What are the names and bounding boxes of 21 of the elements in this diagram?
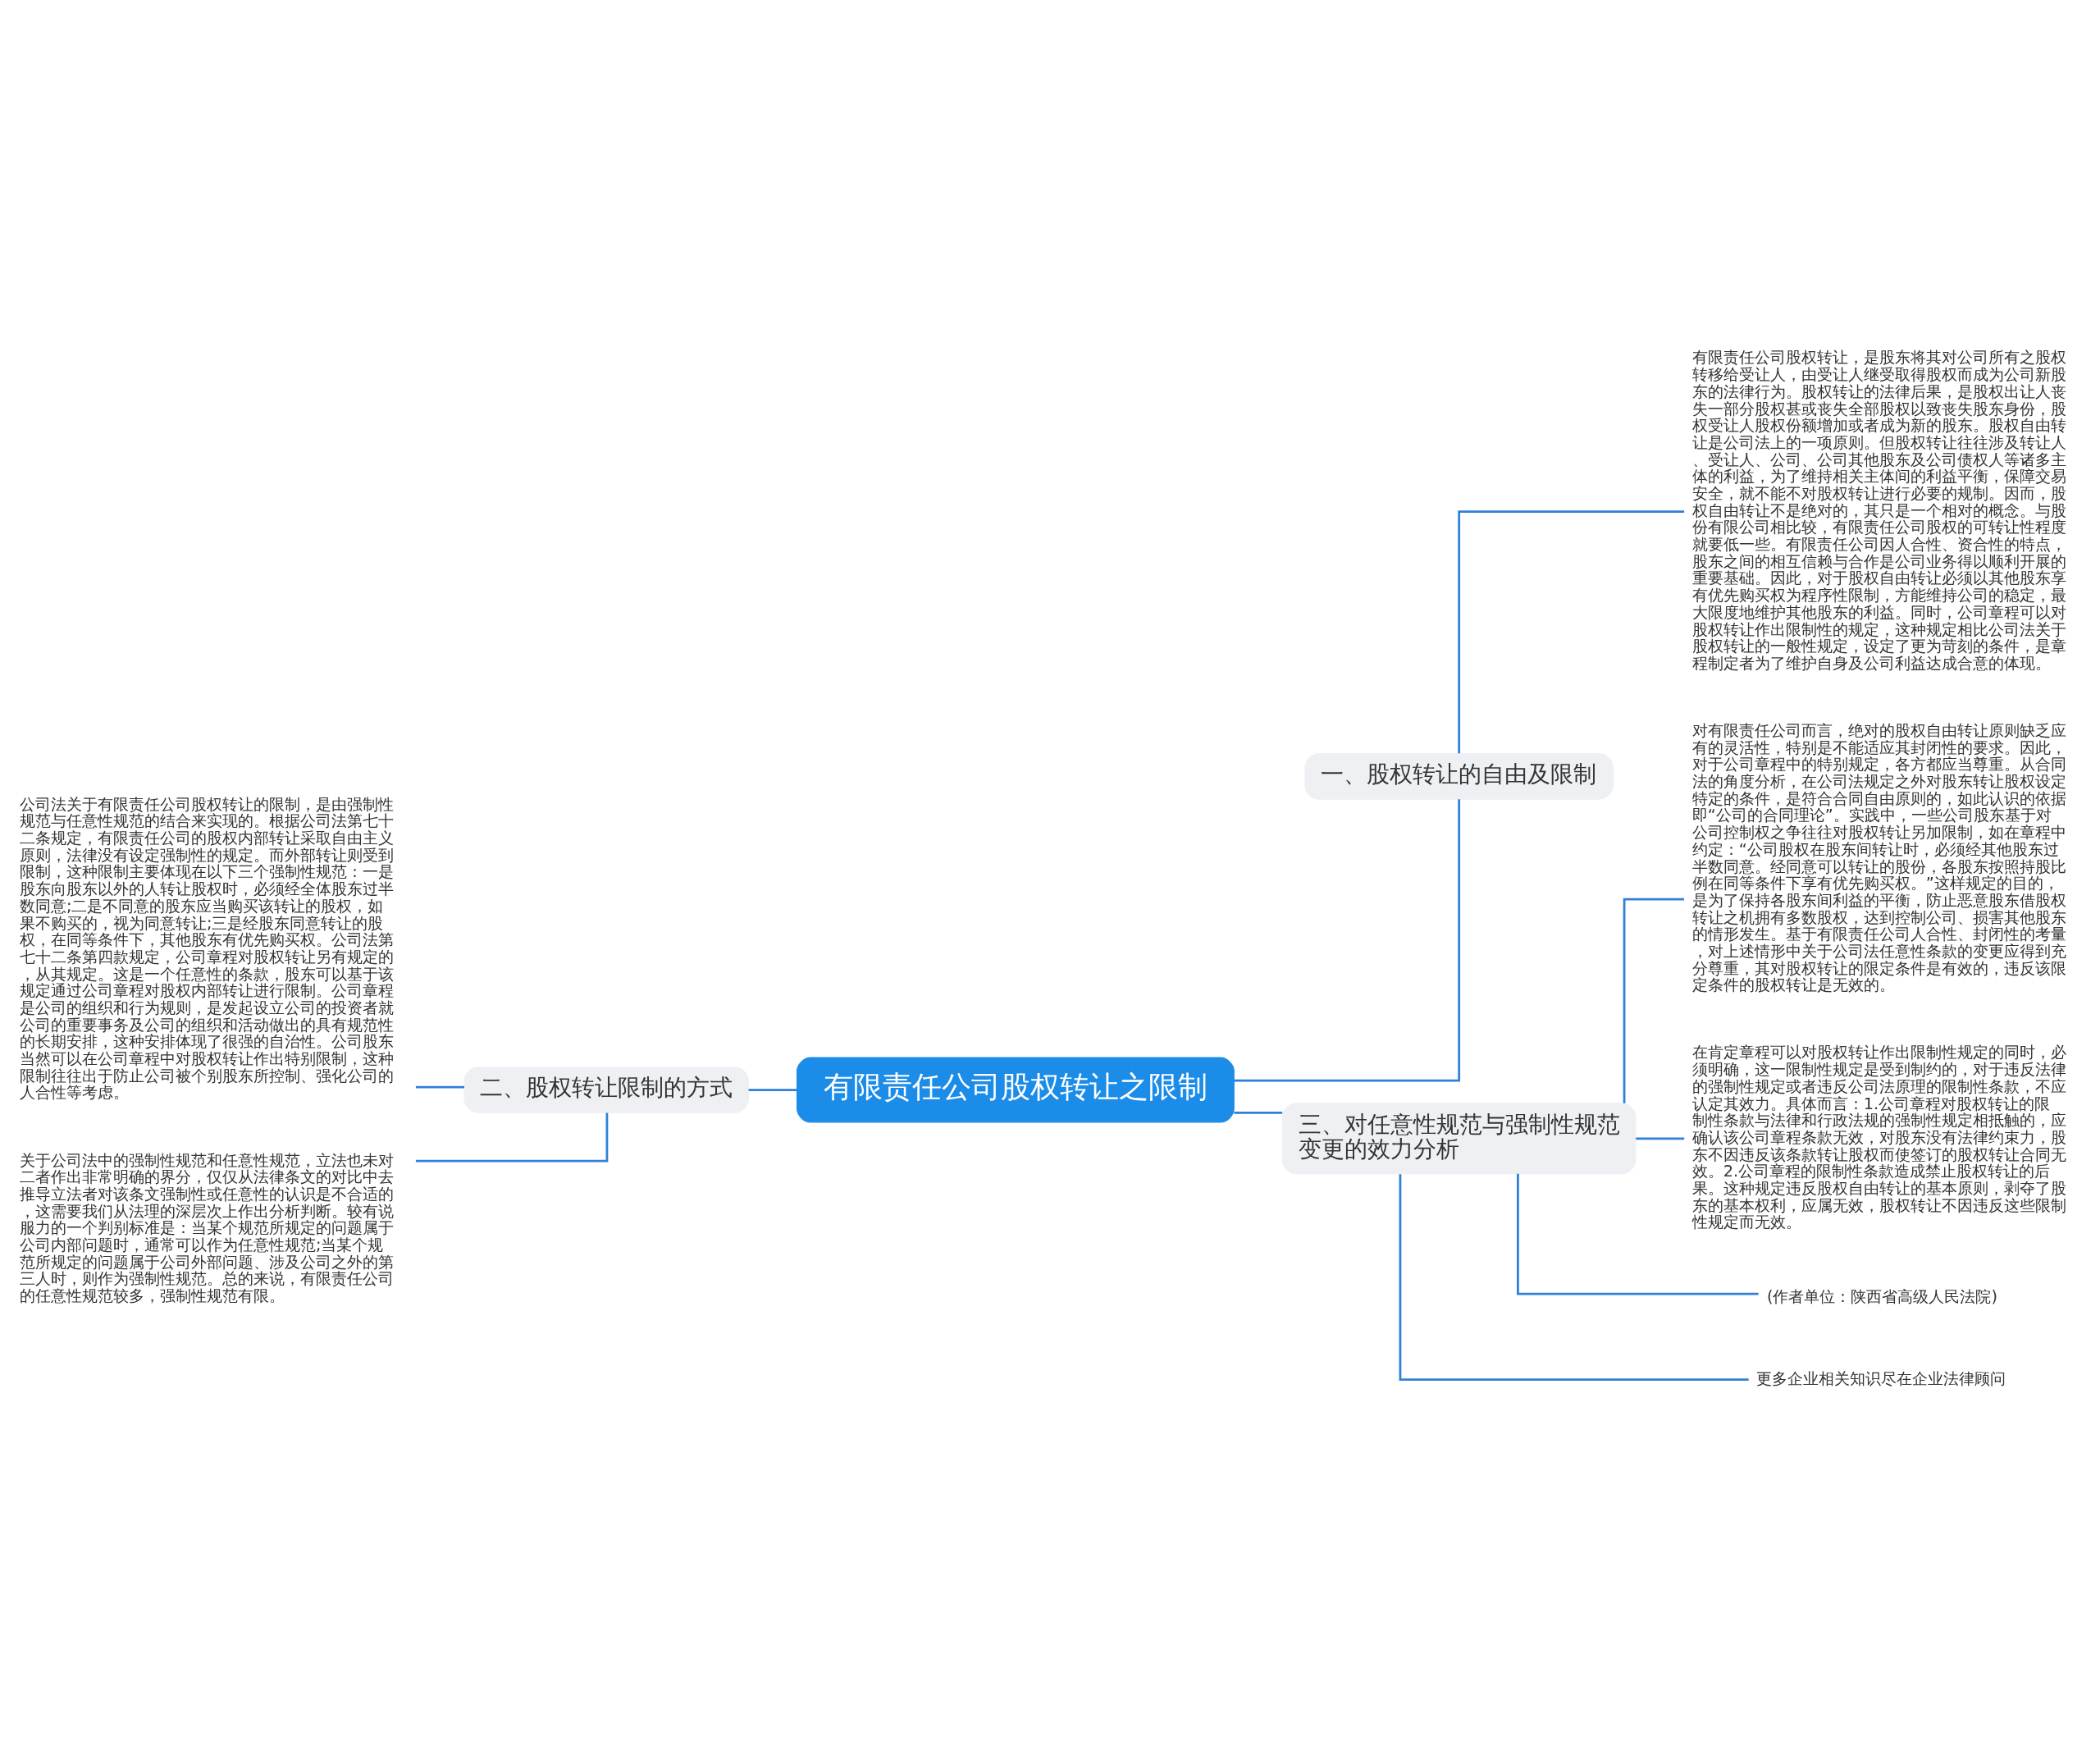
node-text: 对有限责任公司而言，绝对的股权自由转让原则缺乏应有的灵活性，特别是不能适应其封闭性的要求。因此，对于公司章程中的特别规定，各方都应当尊重。从合同法的角度分析，在公司法规定之外对股东转让股权设定特定的条件，是符合合同自由原则的，如此认识的依据即“公司的合同理论”。实践中，一些公司股东基于对公司控制权之争往往对股权转让另加限制，如在章程中约定：“公司股权在股东间转让时，必须经其他股东过半数同意。经同意可以转让的股份，各股东按照持股比例在同等条件下享有优先购买权。”这样规定的目的，是为了保持各股东间利益的平衡，防止恶意股东借股权转让之机拥有多数股权，达到控制公司、损害其他股东的情形发生。基于有限责任公司人合性、封闭性的考量，对上述情形中关于公司法任意性条款的变更应得到充分尊重，其对股权转让的限定条件是有效的，违反该限定条件的股权转让是无效的。 bbox=[1691, 720, 2066, 994]
connector bbox=[1636, 1136, 1685, 1140]
node-text: 公司法关于有限责任公司股权转让的限制，是由强制性规范与任意性规范的结合来实现的。根据公司法第七十二条规定，有限责任公司的股权内部转让采取自由主义原则，法律没有设定强制性的规定。而外部转让则受到限制，这种限制主要体现在以下三个强制性规范：一是股东向股东以外的人转让股权时，必须经全体股东过半数同意;二是不同意的股东应当购买该转让的股权，如果不购买的，视为同意转让;三是经股东同意转让的股权，在同等条件下，其他股东有优先购买权。公司法第七十二条第四款规定，公司章程对股权转让另有规定的，从其规定。这是一个任意性的条款，股东可以基于该规定通过公司章程对股权内部转让进行限制。公司章程是公司的组织和行为规则，是发起设立公司的投资者就公司的重要事务及公司的组织和活动做出的具有规范性的长期安排，这种安排体现了很强的自治性。公司股东当然可以在公司章程中对股权转让作出特别限制，这种限制往往出于防止公司被个别股东所控制、强化公司的人合性等考虑。 bbox=[20, 794, 394, 1102]
node-text: 在肯定章程可以对股权转让作出限制性规定的同时，必须明确，这一限制性规定是受到制约的，对于违反法律的强制性规定或者违反公司法原理的限制性条款，不应认定其效力。具体而言：1.公司章程对股权转让的限制性条款与法律和行政法规的强制性规定相抵触的，应确认该公司章程条款无效，对股东没有法律约束力，股东不因违反该条款转让股权而使签订的股权转让合同无效。2.公司章程的限制性条款造成禁止股权转让的后果。这种规定违反股权自由转让的基本原则，剥夺了股东的基本权利，应属无效，股权转让不因违反这些限制性规定而无效。 bbox=[1691, 1042, 2066, 1231]
node-box: 一、股权转让的自由及限制 bbox=[1304, 752, 1614, 800]
connector bbox=[1234, 798, 1461, 1081]
node-text: 有限责任公司股权转让，是股东将其对公司所有之股权转移给受让人，由受让人继受取得股权而成为公司新股东的法律行为。股权转让的法律后果，是股权出让人丧失一部分股权甚或丧失全部股权以致丧失股东身份，股权受让人股权份额增加或者成为新的股东。股权自由转让是公司法上的一项原则。但股权转让往往涉及转让人、受让人、公司、公司其他股东及公司债权人等诸多主体的利益，为了维持相关主体间的利益平衡，保障交易安全，就不能不对股权转让进行必要的规制。因而，股权自由转让不是绝对的，其只是一个相对的概念。与股份有限公司相比较，有限责任公司股权的可转让性程度就要低一些。有限责任公司因人合性、资合性的特点，股东之间的相互信赖与合作是公司业务得以顺利开展的重要基础。因此，对于股权自由转让必须以其他股东享有优先购买权为程序性限制，方能维持公司的稳定，最大限度地维护其他股东的利益。同时，公司章程可以对股权转让作出限制性的规定，这种规定相比公司法关于股权转让的一般性规定，设定了更为苛刻的条件，是章程制定者为了维护自身及公司利益达成合意的体现。 bbox=[1691, 347, 2066, 673]
connector bbox=[415, 1112, 609, 1162]
connector bbox=[415, 1085, 464, 1088]
node-box: 有限责任公司股权转让之限制 bbox=[797, 1057, 1235, 1122]
connector bbox=[1517, 1173, 1759, 1295]
connector bbox=[1234, 1111, 1283, 1114]
node-text: 更多企业相关知识尽在企业法律顾问 bbox=[1756, 1368, 2006, 1388]
node-text: 关于公司法中的强制性规范和任意性规范，立法也未对二者作出非常明确的界分，仅仅从法律条文的对比中去推导立法者对该条文强制性或任意性的认识是不合适的，这需要我们从法理的深层次上作出分析判断。较有说服力的一个判别标准是：当某个规范所规定的问题属于公司内部问题时，通常可以作为任意性规范;当某个规范所规定的问题属于公司外部问题、涉及公司之外的第三人时，则作为强制性规范。总的来说，有限责任公司的任意性规范较多，强制性规范有限。 bbox=[20, 1150, 394, 1305]
connector bbox=[1399, 1173, 1749, 1381]
connector bbox=[1623, 898, 1684, 1103]
connector bbox=[748, 1088, 797, 1091]
node-text: (作者单位：陕西省高级人民法院) bbox=[1766, 1286, 1997, 1306]
node-box: 二、股权转让限制的方式 bbox=[463, 1066, 750, 1113]
connector bbox=[1458, 509, 1685, 753]
node-box: 三、对任意性规范与强制性规范变更的效力分析 bbox=[1281, 1102, 1637, 1174]
